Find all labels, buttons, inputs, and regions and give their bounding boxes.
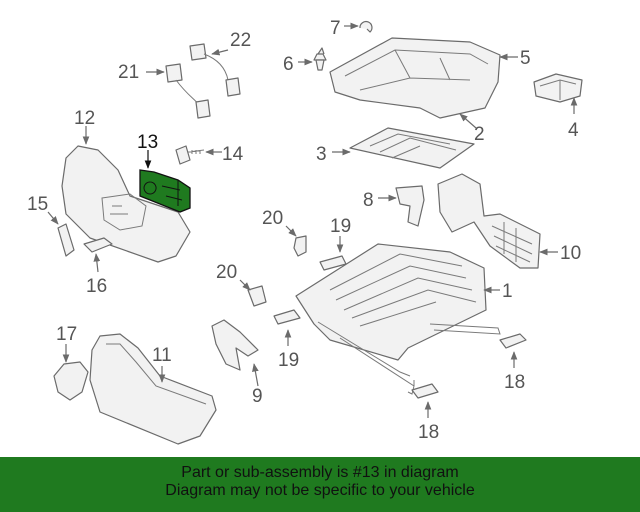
callout-10: 10 [560,243,581,264]
part-7-clip [344,20,373,33]
callout-18a: 18 [504,372,525,393]
callout-3: 3 [316,144,327,165]
part-4-bracket [533,73,583,114]
info-banner: Part or sub-assembly is #13 in diagram D… [0,457,640,512]
callout-6: 6 [283,54,294,75]
part-13-seat-switch-highlighted [139,150,191,213]
callout-4: 4 [568,120,579,141]
callout-labels: 1 2 3 4 5 6 7 8 9 10 11 12 13 14 15 16 1… [27,18,581,443]
part-11-outer-trim [89,333,217,445]
part-16-switch-knob [83,237,113,273]
part-17-cover-cap [53,344,89,401]
part-19-clip-a [319,236,347,271]
banner-line-part-info: Part or sub-assembly is #13 in diagram [181,464,459,481]
part-8-bracket [378,185,425,227]
part-20-bracket-a [285,225,307,257]
callout-2: 2 [474,124,485,145]
callout-22: 22 [230,30,251,51]
part-9-bracket [211,319,259,387]
callout-18b: 18 [418,422,439,443]
callout-17: 17 [56,324,77,345]
banner-line-disclaimer: Diagram may not be specific to your vehi… [165,482,475,499]
part-15-knob [47,211,75,257]
callout-11: 11 [152,345,172,366]
callout-5: 5 [520,48,531,69]
part-14-screw [175,145,222,165]
callout-13: 13 [137,132,158,153]
part-18-clip-a [499,333,527,368]
callout-19b: 19 [278,350,299,371]
callout-20b: 20 [216,262,237,283]
callout-15: 15 [27,194,48,215]
callout-1: 1 [502,281,513,302]
part-6-push-pin [298,47,327,71]
part-3-heater-pad [332,127,475,169]
part-10-side-shield [437,173,558,269]
callout-14: 14 [222,144,244,165]
part-20-bracket-b [239,279,267,307]
callout-7: 7 [330,18,341,39]
parts-diagram: 1 2 3 4 5 6 7 8 9 10 11 12 13 14 15 16 1… [27,18,583,445]
part-12-trim-panel [61,126,191,263]
callout-16: 16 [86,276,107,297]
part-5-cushion-pad [329,37,518,119]
part-19-clip-b [273,309,301,346]
part-21-wire-connector [146,63,211,119]
callout-12: 12 [74,108,95,129]
callout-19a: 19 [330,216,351,237]
part-18-clip-b [411,383,439,418]
callout-20a: 20 [262,208,283,229]
callout-9: 9 [252,386,263,407]
callout-8: 8 [363,190,374,211]
callout-21: 21 [118,62,139,83]
part-22-wire-connector [189,43,241,97]
